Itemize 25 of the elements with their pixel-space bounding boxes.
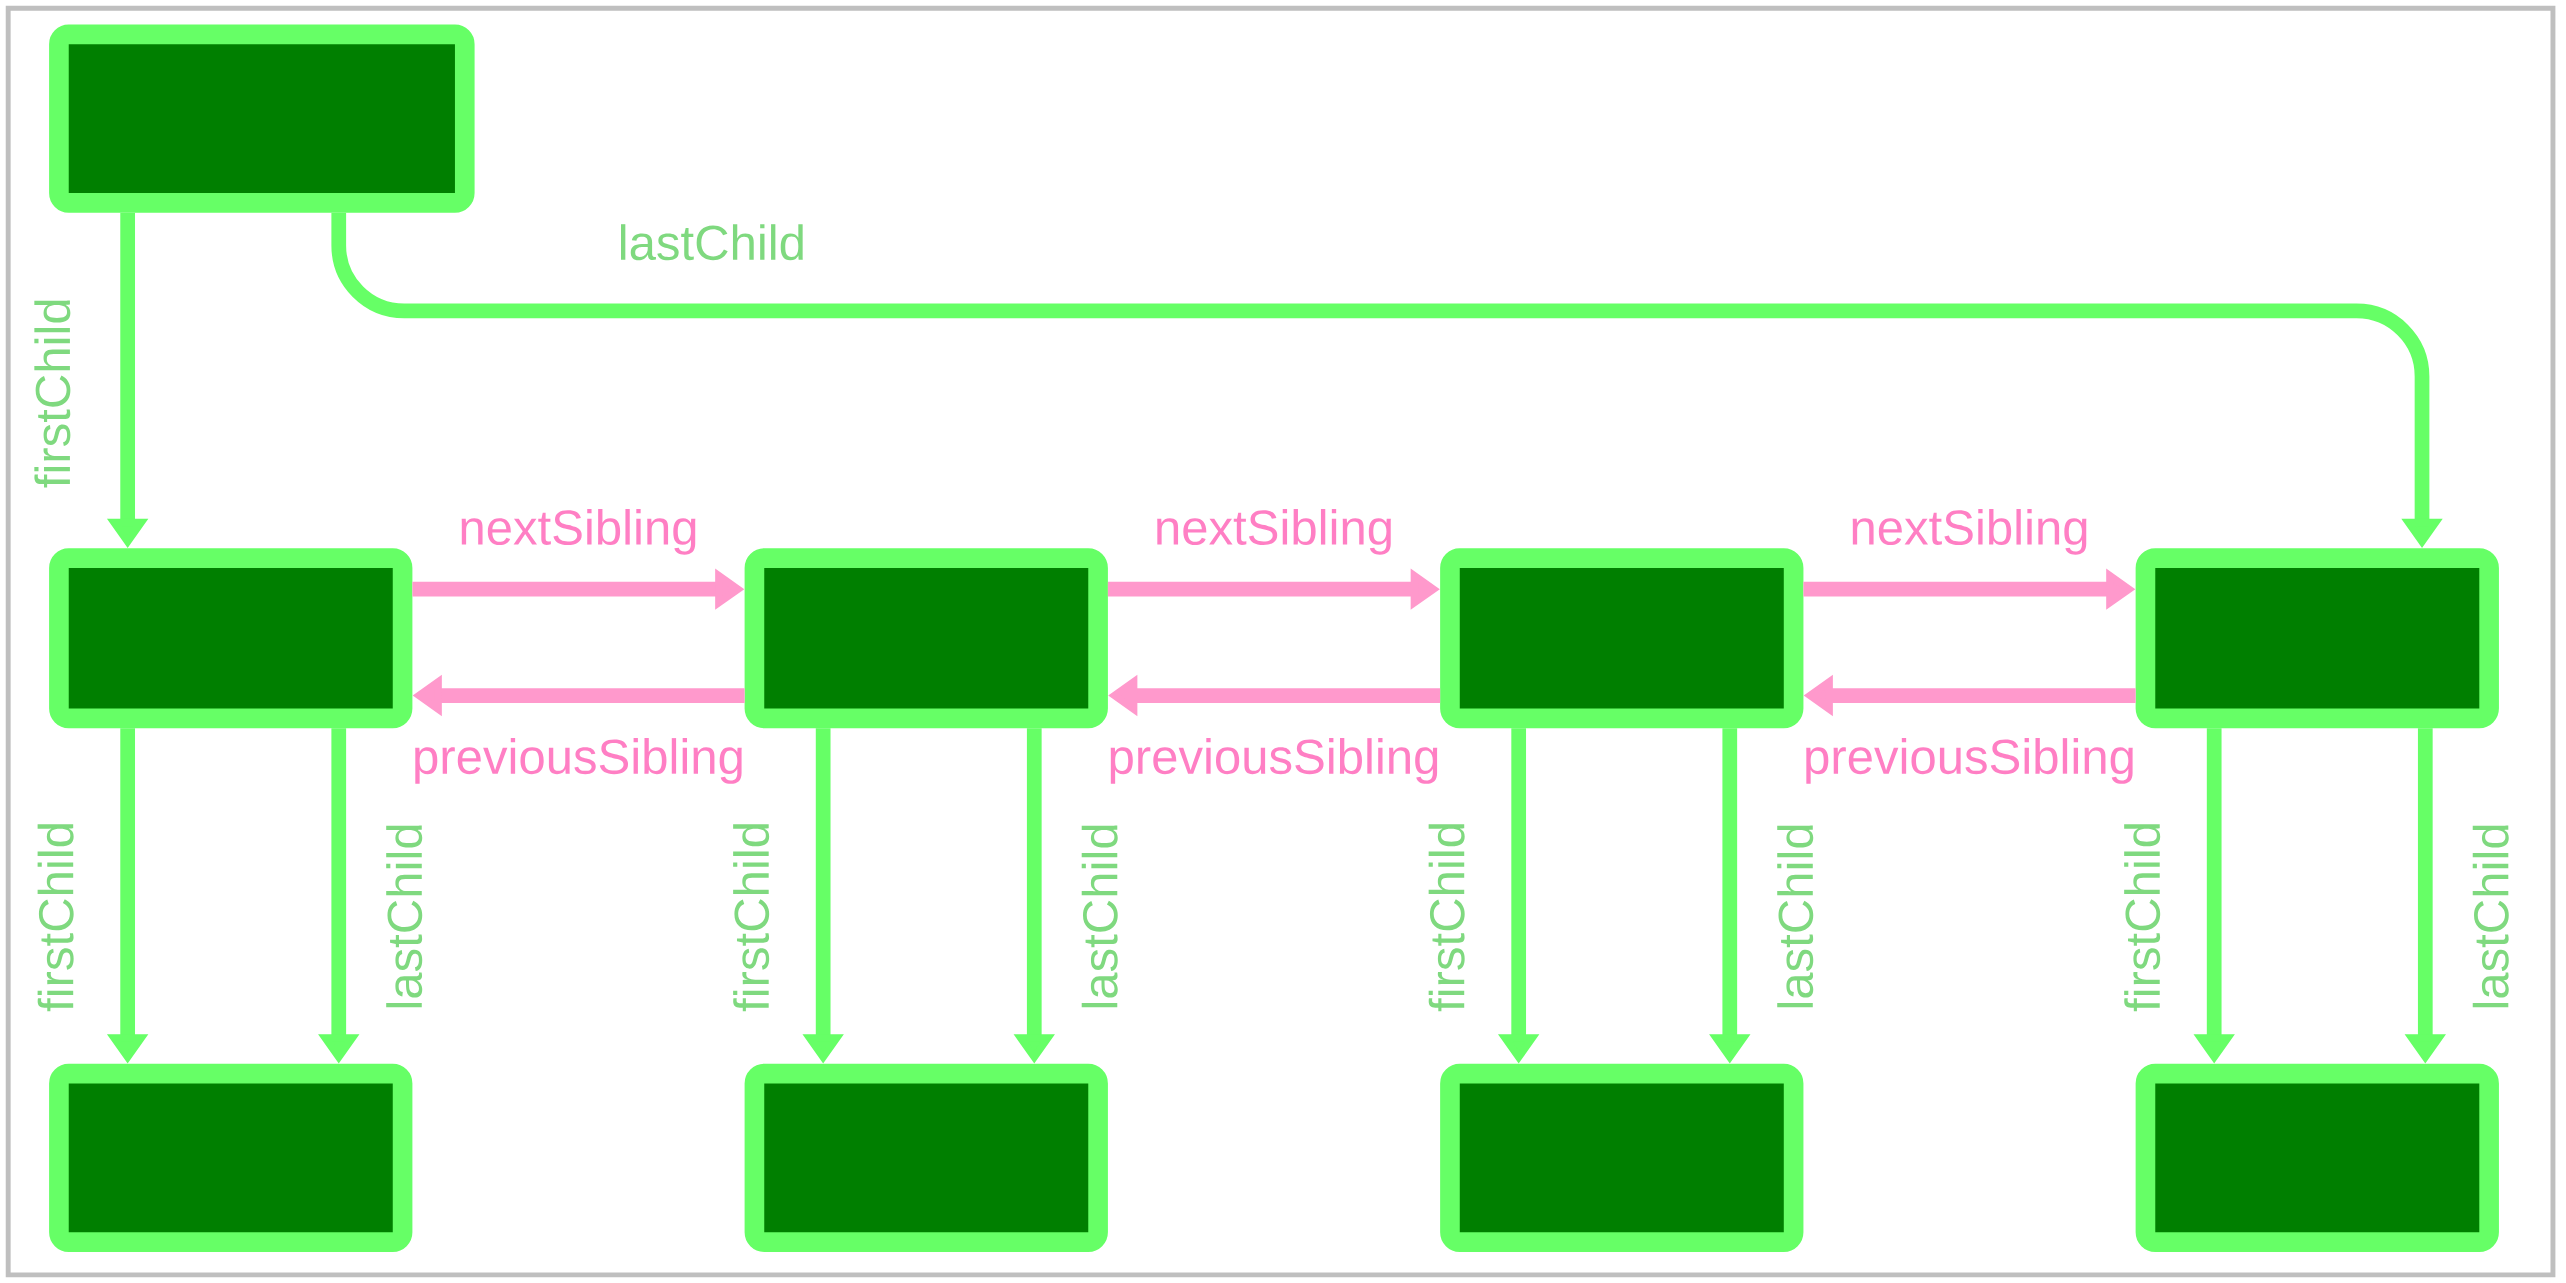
box [744, 548, 1108, 729]
edge-label: nextSibling [1844, 504, 2095, 560]
edge-label: lastChild [1772, 817, 1819, 1016]
box [49, 548, 413, 729]
box [1440, 1063, 1804, 1252]
box [1440, 548, 1804, 729]
edge-label: firstChild [2119, 816, 2166, 1017]
box [2135, 548, 2499, 729]
edge-label: firstChild [1423, 816, 1470, 1017]
edge-label: lastChild [612, 219, 811, 266]
edge-label: previousSibling [1102, 733, 1446, 789]
edge-label: lastChild [381, 817, 428, 1016]
box [49, 24, 475, 213]
edge-label: lastChild [1076, 817, 1123, 1016]
edge-label: nextSibling [1149, 504, 1399, 560]
edge-label: lastChild [2467, 817, 2514, 1016]
edge-label: nextSibling [453, 504, 704, 560]
box [49, 1063, 413, 1252]
edge-label: previousSibling [407, 733, 750, 789]
box [744, 1063, 1108, 1252]
box [2135, 1063, 2499, 1252]
edge-label: firstChild [32, 816, 79, 1017]
edge-label: firstChild [728, 816, 775, 1017]
edge-label: previousSibling [1798, 733, 2141, 789]
edge-label: firstChild [29, 292, 76, 494]
